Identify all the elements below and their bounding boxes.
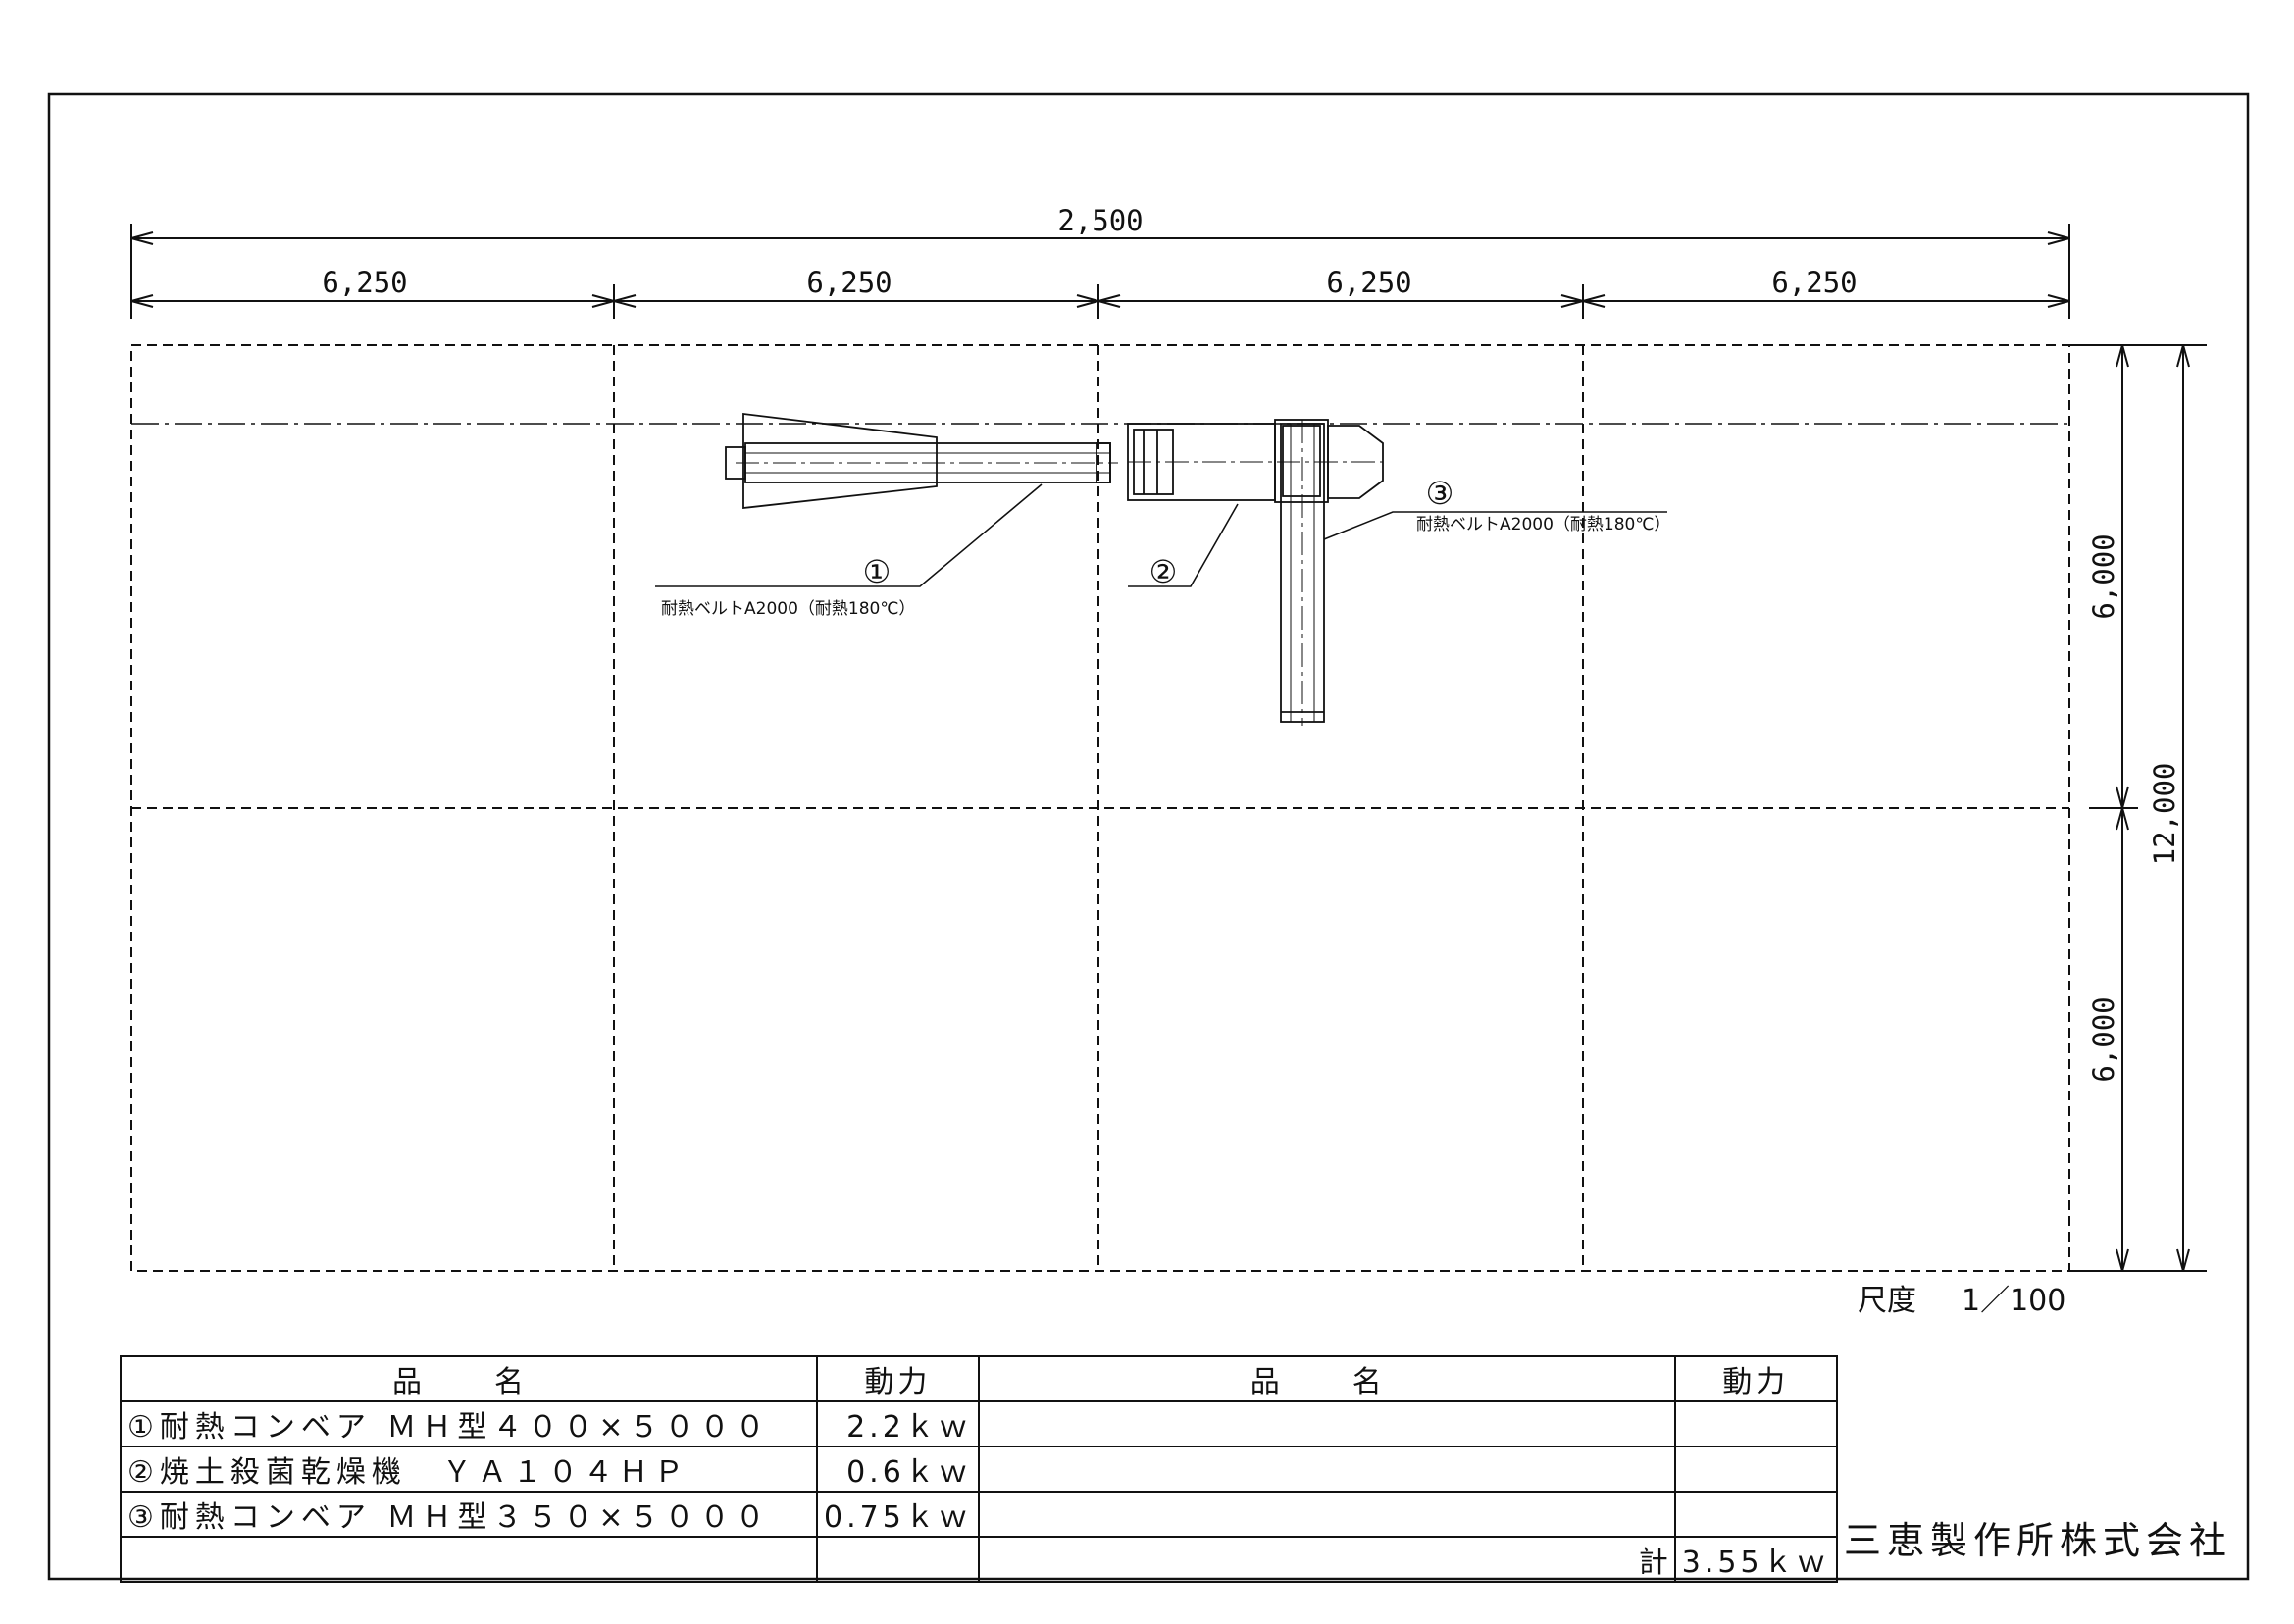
- parts-table: 品 名 動力 品 名 動力 ①耐熱コンベア ＭＨ型４００×５０００ 2.2ｋｗ …: [120, 1355, 1838, 1583]
- empty-cell: [1673, 1400, 1838, 1447]
- callout-note-1: 耐熱ベルトA2000（耐熱180℃）: [661, 599, 915, 619]
- parts-table-header: 品 名 動力 品 名 動力: [120, 1355, 1838, 1402]
- plan-area: [130, 344, 2070, 1272]
- header-name: 品 名: [120, 1355, 818, 1402]
- callout-marker-1: ①: [863, 553, 892, 590]
- dimension-segment-4: 6,250: [1771, 266, 1857, 299]
- dimension-segment-2: 6,250: [806, 266, 892, 299]
- dimension-total-height: 12,000: [2148, 763, 2181, 866]
- part-power: 0.75ｋｗ: [816, 1491, 980, 1538]
- table-row: ③耐熱コンベア ＭＨ型３５０×５０００ 0.75ｋｗ: [120, 1491, 1838, 1538]
- empty-cell: [977, 1400, 1676, 1447]
- equipment-conveyor-3: [1280, 420, 1325, 726]
- table-row: ②焼土殺菌乾燥機 ＹＡ１０４ＨＰ 0.6ｋｗ: [120, 1446, 1838, 1493]
- dimension-segment-3: 6,250: [1326, 266, 1411, 299]
- header-power: 動力: [816, 1355, 980, 1402]
- part-name: ②焼土殺菌乾燥機 ＹＡ１０４ＨＰ: [120, 1446, 818, 1493]
- equipment-dryer-2: [1127, 419, 1384, 503]
- scale-label: 尺度: [1858, 1284, 1916, 1318]
- part-power: 0.6ｋｗ: [816, 1446, 980, 1493]
- total-label: 計: [977, 1536, 1676, 1583]
- header-power-2: 動力: [1673, 1355, 1838, 1402]
- total-value: 3.55ｋｗ: [1673, 1536, 1838, 1583]
- dimension-total-width: [130, 224, 2070, 319]
- part-name: ③耐熱コンベア ＭＨ型３５０×５０００: [120, 1491, 818, 1538]
- scale-value: 1／100: [1962, 1284, 2065, 1318]
- empty-cell: [816, 1536, 980, 1583]
- empty-cell: [977, 1446, 1676, 1493]
- empty-cell: [120, 1536, 818, 1583]
- dimension-segment-1: 6,250: [322, 266, 407, 299]
- company-name: 三恵製作所株式会社: [1844, 1519, 2233, 1562]
- callout-leaders: [655, 483, 1667, 587]
- dimension-height-lower: 6,000: [2087, 996, 2120, 1082]
- dimension-height-upper: 6,000: [2087, 533, 2120, 619]
- callout-note-3: 耐熱ベルトA2000（耐熱180℃）: [1416, 515, 1670, 534]
- equipment-conveyor-1: [725, 412, 1118, 510]
- empty-cell: [977, 1491, 1676, 1538]
- table-total-row: 計 3.55ｋｗ: [120, 1536, 1838, 1583]
- part-name: ①耐熱コンベア ＭＨ型４００×５０００: [120, 1400, 818, 1447]
- table-row: ①耐熱コンベア ＭＨ型４００×５０００ 2.2ｋｗ: [120, 1400, 1838, 1447]
- callout-marker-2: ②: [1149, 553, 1178, 590]
- part-power: 2.2ｋｗ: [816, 1400, 980, 1447]
- dimension-segments: [130, 284, 2070, 319]
- empty-cell: [1673, 1446, 1838, 1493]
- dimension-heights: [2069, 344, 2207, 1272]
- empty-cell: [1673, 1491, 1838, 1538]
- dimension-total-width-label: 2,500: [1057, 204, 1143, 237]
- callout-marker-3: ③: [1426, 475, 1454, 512]
- header-name-2: 品 名: [977, 1355, 1676, 1402]
